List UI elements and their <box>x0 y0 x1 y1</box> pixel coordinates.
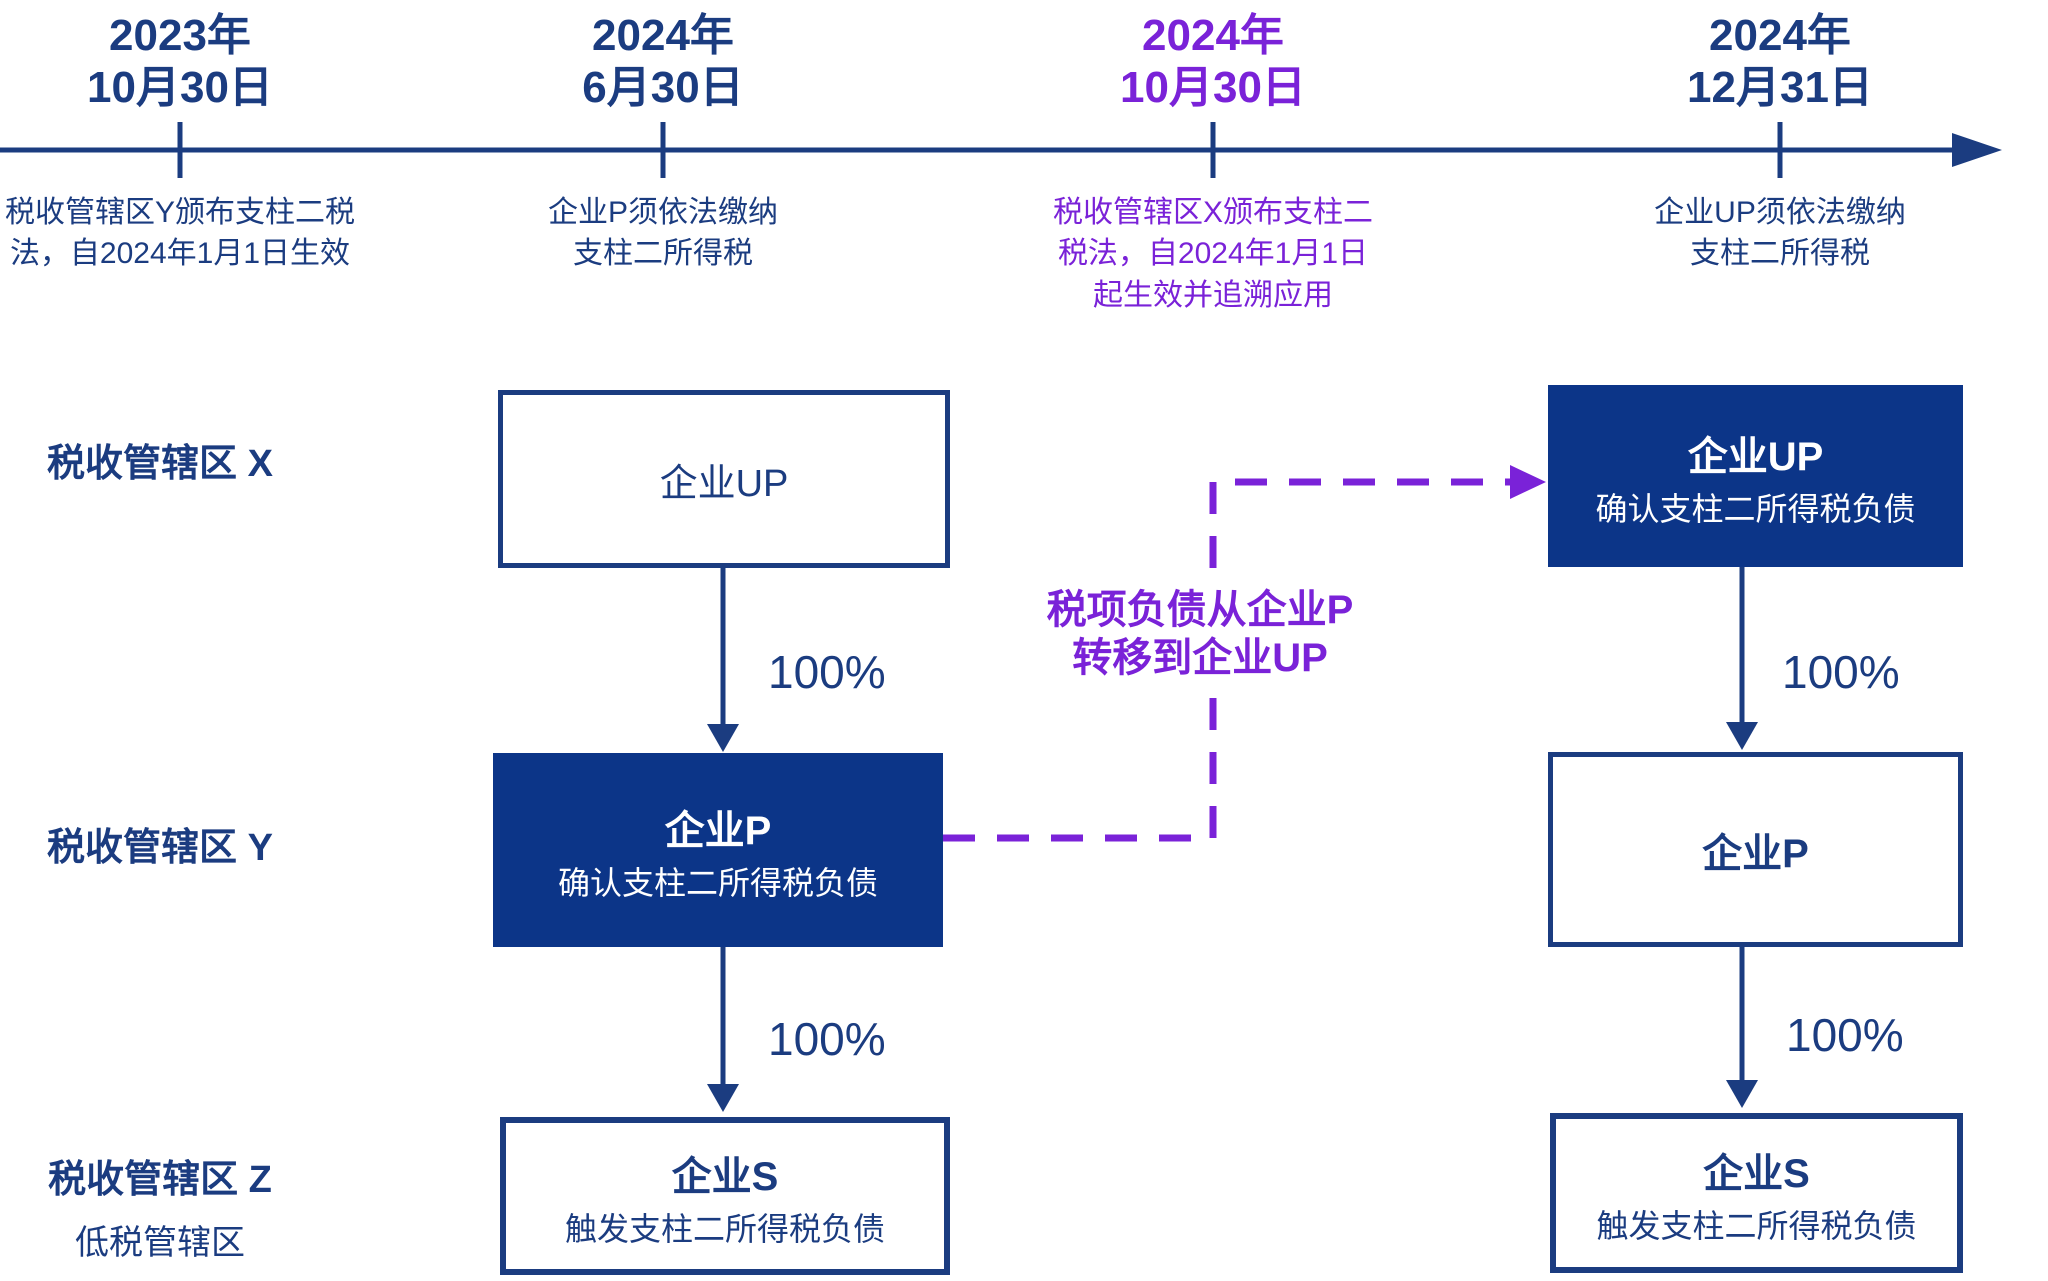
left-entity-p-box: 企业P 确认支柱二所得税负债 <box>493 753 943 947</box>
right-entity-up-subtitle: 确认支柱二所得税负债 <box>1595 490 1916 527</box>
jurisdiction-x-label: 税收管辖区 X <box>47 443 273 485</box>
right-entity-s-subtitle: 触发支柱二所得税负债 <box>1596 1207 1917 1244</box>
left-p-to-s-arrowhead-icon <box>707 1084 739 1112</box>
left-up-to-p-arrowhead-icon <box>707 724 739 752</box>
timeline-desc-4: 企业UP须依法缴纳 支柱二所得税 <box>1654 196 1906 271</box>
left-entity-p-subtitle: 确认支柱二所得税负债 <box>557 864 878 901</box>
transfer-arrowhead-icon <box>1510 465 1546 499</box>
left-ownership-up-p-label: 100% <box>768 646 886 698</box>
timeline-desc-3: 税收管辖区X颁布支柱二 税法，自2024年1月1日 起生效并追溯应用 <box>1052 196 1373 312</box>
right-entity-up-box: 企业UP 确认支柱二所得税负债 <box>1548 385 1963 567</box>
row-label-jurisdiction-z: 税收管辖区 Z 低税管辖区 <box>30 1148 290 1264</box>
right-entity-s-box: 企业S 触发支柱二所得税负债 <box>1550 1113 1963 1273</box>
transfer-annotation: 税项负债从企业P 转移到企业UP <box>950 582 1450 686</box>
timeline-date-3: 2024年 10月30日 <box>1120 11 1306 112</box>
row-label-jurisdiction-x: 税收管辖区 X <box>30 432 290 487</box>
right-ownership-p-s-label: 100% <box>1786 1009 1904 1061</box>
jurisdiction-z-sublabel: 低税管辖区 <box>75 1224 245 1262</box>
left-entity-up-title: 企业UP <box>659 462 789 505</box>
timeline-desc-1: 税收管辖区Y颁布支柱二税 法，自2024年1月1日生效 <box>4 196 355 271</box>
right-ownership-up-p-label: 100% <box>1782 646 1900 698</box>
left-entity-s-subtitle: 触发支柱二所得税负债 <box>564 1210 885 1247</box>
left-entity-s-title: 企业S <box>671 1154 779 1199</box>
left-ownership-p-s-label: 100% <box>768 1013 886 1065</box>
timeline-date-1: 2023年 10月30日 <box>87 11 273 112</box>
row-label-jurisdiction-y: 税收管辖区 Y <box>30 816 290 871</box>
left-entity-s-box: 企业S 触发支柱二所得税负债 <box>500 1117 950 1275</box>
jurisdiction-y-label: 税收管辖区 Y <box>47 827 273 869</box>
right-up-to-p-arrowhead-icon <box>1726 722 1758 750</box>
right-entity-s-title: 企业S <box>1703 1151 1810 1196</box>
timeline-arrowhead-icon <box>1952 133 2002 167</box>
right-p-to-s-arrowhead-icon <box>1726 1080 1758 1108</box>
timeline-desc-2: 企业P须依法缴纳 支柱二所得税 <box>547 196 778 271</box>
jurisdiction-z-label: 税收管辖区 Z <box>48 1159 272 1201</box>
left-entity-up-box: 企业UP <box>498 390 950 568</box>
left-entity-p-title: 企业P <box>664 808 772 853</box>
timeline-date-2: 2024年 6月30日 <box>582 11 744 112</box>
right-entity-up-title: 企业UP <box>1687 434 1824 479</box>
right-entity-p-box: 企业P <box>1548 752 1963 947</box>
timeline-date-4: 2024年 12月31日 <box>1687 11 1873 112</box>
right-entity-p-title: 企业P <box>1702 831 1809 876</box>
